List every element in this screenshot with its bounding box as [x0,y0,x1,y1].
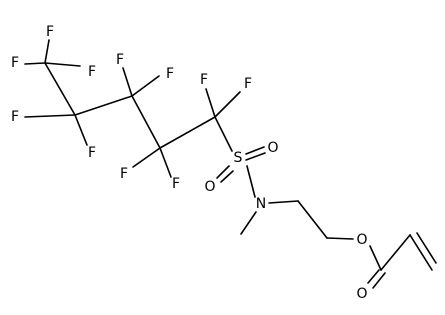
fluorine-label: F [200,72,208,88]
oxygen-label: O [356,286,367,302]
fluorine-label: F [46,24,54,40]
acrylate-chain-bonds [297,200,437,289]
bond-carbonyl-c-o-b [372,272,386,289]
fluorine-bonds [24,39,241,178]
bond-c1-c2 [44,62,76,116]
carbon-backbone-bonds [44,62,233,152]
bond-c5-f10 [205,88,216,118]
fluorine-label: F [244,76,252,92]
bond-c5-f11 [214,91,241,118]
bond-c4-f8 [132,147,161,168]
bond-c2-f4 [24,114,76,118]
bond-c1-f1 [44,39,50,64]
bond-o-carbonyl-c [369,245,382,271]
bond-c1-f3 [44,62,81,67]
sulfonyl-bonds [216,146,299,235]
bond-carbonyl-c-o-a [367,269,380,284]
bond-s-n [246,165,256,198]
bond-ch2-ch2 [297,200,328,239]
sulfur-label: S [234,150,243,166]
bond-s-o-lower-a [216,165,230,179]
oxygen-label: O [356,232,367,248]
bond-s-o-right-a [245,146,265,155]
bond-c1-f2 [24,62,46,65]
fluorine-label: F [11,109,19,125]
bond-s-o-right-b [245,152,266,161]
fluorine-label: F [11,55,19,71]
oxygen-label: O [267,140,278,156]
fluorine-label: F [120,166,128,182]
bond-n-methyl [240,211,257,235]
bond-s-o-lower-b [220,170,234,183]
bond-c3-c4 [131,95,161,149]
bond-c4-c5 [159,116,216,149]
bond-c4-f9 [159,147,172,178]
bond-vinyl-double-a [409,234,433,271]
bond-c3-f6 [122,67,133,97]
bond-n-ch2 [268,200,299,204]
atom-labels: F F F F F F F F F F F F F S O O N O O [11,24,368,302]
bond-c2-f5 [74,114,88,146]
bond-vinyl-double-b [416,232,437,264]
bond-carbonyl-c-vinyl [380,234,411,271]
bond-c2-c3 [74,95,133,116]
nitrogen-label: N [256,196,266,212]
bond-ch2-o [326,237,354,240]
oxygen-label: O [204,179,215,195]
fluorine-label: F [88,145,96,161]
fluorine-label: F [116,52,124,68]
bond-c5-s [214,116,233,152]
bond-c3-f7 [131,75,160,97]
fluorine-label: F [172,176,180,192]
fluorine-label: F [166,66,174,82]
fluorine-label: F [88,64,96,80]
